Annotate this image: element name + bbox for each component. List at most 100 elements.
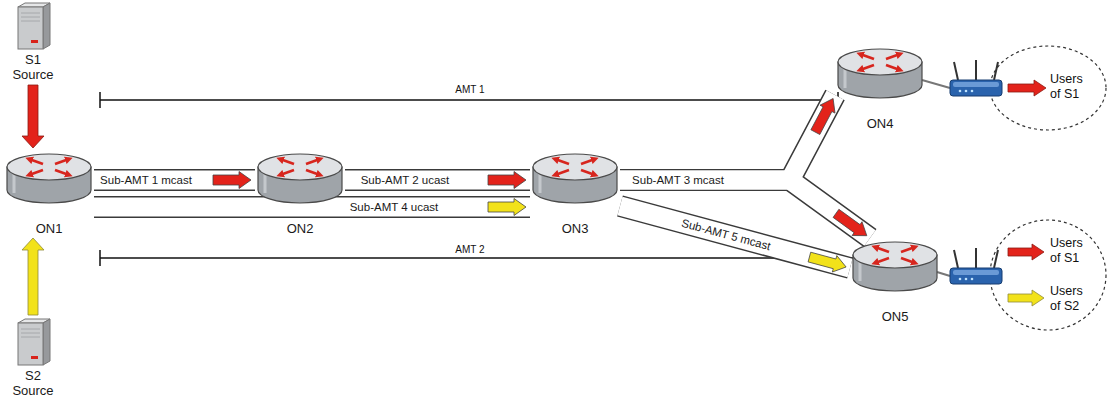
node-label: ON1 xyxy=(4,221,94,236)
router-icon-part xyxy=(7,154,91,180)
user-area xyxy=(990,46,1106,130)
router-icon-part xyxy=(875,247,889,252)
access-point-part xyxy=(971,90,974,93)
access-point-part xyxy=(994,62,998,80)
amt-line xyxy=(100,257,858,259)
router-icon-part xyxy=(258,154,342,180)
router-icon-part xyxy=(55,159,69,164)
server-icon-part xyxy=(31,356,38,359)
server-icon-part xyxy=(21,17,40,18)
amt-line xyxy=(100,99,838,101)
ap-link xyxy=(922,80,950,88)
access-point-part xyxy=(994,250,998,268)
router-icon-part xyxy=(581,170,595,175)
router-icon-part xyxy=(533,154,617,180)
access-point-part xyxy=(959,278,962,281)
access-point-part xyxy=(965,278,968,281)
server-icon-part xyxy=(21,13,40,14)
router-icon xyxy=(255,150,345,206)
ap-link xyxy=(937,272,950,276)
user-flow-arrow xyxy=(1008,80,1046,96)
router-icon-part xyxy=(306,170,320,175)
server-icon xyxy=(4,318,62,366)
access-point-part xyxy=(975,60,977,80)
server-icon-part xyxy=(21,21,40,22)
user-group-label: Users of S2 xyxy=(1050,284,1090,314)
router-icon-part xyxy=(886,65,900,70)
router-icon xyxy=(530,150,620,206)
flow-arrow xyxy=(811,99,835,135)
flow-arrows xyxy=(22,85,867,315)
access-point-part xyxy=(975,248,977,268)
tunnel-tube xyxy=(345,169,530,191)
source-label: S1 Source xyxy=(8,52,58,82)
flow-arrow xyxy=(488,199,526,216)
node-label: ON5 xyxy=(850,309,940,324)
router-icon-part xyxy=(886,54,900,59)
access-point-part xyxy=(953,82,999,87)
server-icon-part xyxy=(21,329,40,330)
tunnel-label: Sub-AMT 3 mcast xyxy=(630,174,726,187)
router-icon-part xyxy=(555,159,569,164)
server-icon-part xyxy=(31,40,38,43)
user-flow-arrow xyxy=(1008,290,1044,306)
router-icon-part xyxy=(555,170,569,175)
tunnel-name: AMT 1 xyxy=(455,84,484,96)
access-point-part xyxy=(950,268,1002,284)
server-icon-part xyxy=(43,319,50,365)
tunnel-outlines xyxy=(94,95,870,268)
flow-arrow xyxy=(22,85,44,148)
access-point xyxy=(950,248,1002,284)
router-node: ON1 xyxy=(4,150,94,236)
amt-tick xyxy=(99,250,101,266)
server-node: S2 Source xyxy=(4,318,62,398)
server-icon-part xyxy=(18,7,43,49)
router-icon-part xyxy=(901,247,915,252)
router-icon-part xyxy=(55,170,69,175)
router-icon-part xyxy=(901,258,915,263)
router-node: ON3 xyxy=(530,150,620,236)
tunnel-label: Sub-AMT 1 mcast xyxy=(98,174,194,187)
router-node: ON5 xyxy=(850,238,940,324)
flow-arrow xyxy=(488,172,526,189)
user-area xyxy=(990,220,1106,330)
tunnel-tube-inner xyxy=(620,95,835,180)
router-node: ON2 xyxy=(255,150,345,236)
tunnel-label: Sub-AMT 2 ucast xyxy=(359,174,452,187)
tunnel-name: AMT 2 xyxy=(455,244,484,256)
tunnel-tube-inner xyxy=(94,171,255,190)
tunnel-interiors xyxy=(94,95,870,268)
tunnel-tube xyxy=(620,95,835,180)
router-icon-part xyxy=(860,65,874,70)
server-icon-part xyxy=(21,333,40,334)
flow-arrow xyxy=(833,209,867,235)
router-icon-part xyxy=(853,242,937,268)
router-icon-part xyxy=(306,159,320,164)
amt-tick xyxy=(99,92,101,108)
source-label: S2 Source xyxy=(8,368,58,398)
router-icon-part xyxy=(280,159,294,164)
tunnel-tube xyxy=(94,169,255,191)
access-point-part xyxy=(965,90,968,93)
router-icon xyxy=(850,238,940,294)
access-point-part xyxy=(953,270,999,275)
router-icon-part xyxy=(29,159,43,164)
router-icon-part xyxy=(875,258,889,263)
tunnel-tube-inner xyxy=(345,171,530,190)
access-point-part xyxy=(959,90,962,93)
router-icon-part xyxy=(838,49,922,75)
router-icon-part xyxy=(29,170,43,175)
router-node: ON4 xyxy=(835,45,925,131)
server-icon-part xyxy=(18,323,43,365)
router-icon-part xyxy=(860,54,874,59)
access-point-part xyxy=(954,62,958,80)
server-icon-part xyxy=(43,3,50,49)
access-point-part xyxy=(954,250,958,268)
router-icon-part xyxy=(280,170,294,175)
tunnel-label: Sub-AMT 4 ucast xyxy=(348,201,441,214)
flow-arrow xyxy=(213,172,251,189)
server-node: S1 Source xyxy=(4,2,62,82)
node-label: ON2 xyxy=(255,221,345,236)
